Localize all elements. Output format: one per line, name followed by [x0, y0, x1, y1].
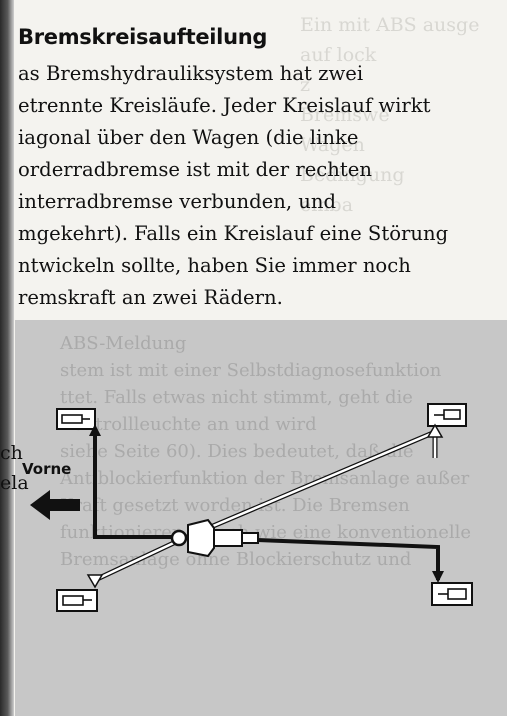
page-fold-shadow	[0, 0, 14, 716]
bleed-line: Wagen	[300, 134, 365, 156]
bleed-line: ABS-Meldung	[60, 333, 187, 354]
paragraph-line: orderradbremse ist mit der rechten	[18, 158, 372, 181]
bleed-line: Bremswe	[300, 104, 390, 126]
brake-circuit-diagram	[30, 403, 473, 612]
bleed-line: Bedingung	[300, 164, 405, 186]
bleed-line: Antiblockierfunktion der Bremsanlage auß…	[60, 468, 470, 489]
bleed-line: z	[300, 74, 311, 96]
direction-label: Vorne	[22, 460, 72, 478]
forward-arrow-icon	[30, 490, 80, 520]
fragment-line: ch	[0, 442, 23, 464]
master-cylinder-icon	[170, 518, 259, 558]
bleed-line: stem ist mit einer Selbstdiagnosefunktio…	[60, 360, 442, 381]
bleed-line: Ein mit ABS ausge	[300, 14, 480, 36]
paragraph-line: etrennte Kreisläufe. Jeder Kreislauf wir…	[18, 94, 431, 117]
left-page-fragment: ch ela	[0, 438, 29, 498]
paragraph-line: as Bremshydrauliksystem hat zwei	[18, 62, 364, 85]
paragraph-line: iagonal über den Wagen (die linke	[18, 126, 359, 149]
rear-right-brake-icon	[431, 582, 473, 606]
front-right-brake-icon	[427, 403, 467, 427]
bleed-line: siehe Seite 60). Dies bedeutet, daß die	[60, 441, 414, 462]
bleed-line: ttet. Falls etwas nicht stimmt, geht die	[60, 387, 413, 408]
bleed-line: Kontrollleuchte an und wird	[60, 414, 317, 435]
section-title: Bremskreisaufteilung	[18, 25, 268, 49]
rear-left-brake-icon	[56, 589, 98, 612]
paragraph-line: ntwickeln sollte, haben Sie immer noch	[18, 254, 411, 277]
front-left-brake-icon	[56, 408, 96, 430]
bleed-through-text-right: Ein mit ABS ausge auf lock z Bremswe Wag…	[300, 10, 500, 320]
bleed-line: einba	[300, 194, 354, 216]
bleed-line: Kraft gesetzt worden ist. Die Bremsen	[60, 495, 410, 516]
brake-circuit-section: Bremskreisaufteilung as Bremshydrauliksy…	[18, 23, 498, 314]
paragraph-line: interradbremse verbunden, und	[18, 190, 337, 213]
fragment-line: ela	[0, 472, 29, 494]
paragraph-line: mgekehrt). Falls ein Kreislauf eine Stör…	[18, 222, 449, 245]
paragraph-line: remskraft an zwei Rädern.	[18, 286, 283, 309]
circuit-white-line	[86, 423, 444, 589]
bleed-line: auf lock	[300, 44, 377, 66]
